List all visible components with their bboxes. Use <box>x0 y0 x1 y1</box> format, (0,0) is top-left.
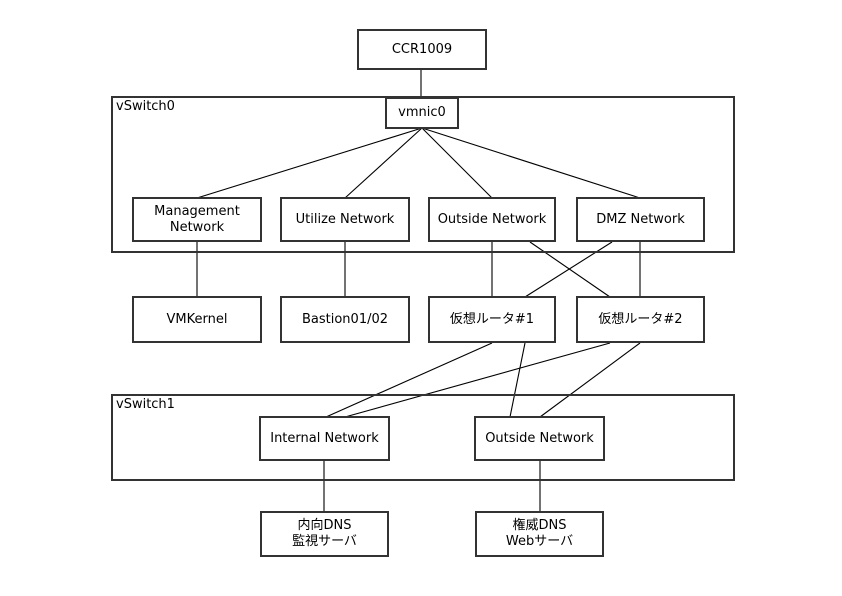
dmz-network-node: DMZ Network <box>576 197 705 242</box>
vmkernel-node: VMKernel <box>132 296 262 343</box>
management-network-node: Management Network <box>132 197 262 242</box>
edge-vmnic0-management-network <box>196 127 423 199</box>
edge-router1-internal-network <box>325 342 493 418</box>
internal-dns-server-node: 内向DNS 監視サーバ <box>260 511 389 557</box>
management-network-label: Management Network <box>154 203 240 235</box>
virtual-router-1-node: 仮想ルータ#1 <box>428 296 556 343</box>
internal-network-label: Internal Network <box>270 430 379 446</box>
utilize-network-label: Utilize Network <box>295 211 395 227</box>
vmnic0-node: vmnic0 <box>385 97 459 129</box>
ccr1009-node: CCR1009 <box>357 29 487 70</box>
vmnic0-label: vmnic0 <box>398 105 446 120</box>
ccr1009-label: CCR1009 <box>391 41 453 57</box>
virtual-router-2-label: 仮想ルータ#2 <box>598 311 683 327</box>
edge-vmnic0-utilize-network <box>344 127 423 199</box>
virtual-router-2-node: 仮想ルータ#2 <box>576 296 705 343</box>
internal-dns-server-label: 内向DNS 監視サーバ <box>292 518 357 549</box>
bastion-node: Bastion01/02 <box>280 296 410 343</box>
dmz-network-label: DMZ Network <box>596 211 685 227</box>
vswitch0-label: vSwitch0 <box>116 99 175 114</box>
internal-network-node: Internal Network <box>259 416 390 461</box>
bastion-label: Bastion01/02 <box>301 311 389 327</box>
utilize-network-node: Utilize Network <box>280 197 410 242</box>
vswitch1-container: vSwitch1 <box>111 394 735 481</box>
vswitch1-label: vSwitch1 <box>116 397 175 412</box>
edge-router2-internal-network <box>344 342 611 418</box>
outside-network-vswitch1-label: Outside Network <box>485 430 594 446</box>
authoritative-dns-web-server-node: 権威DNS Webサーバ <box>475 511 604 557</box>
vmkernel-label: VMKernel <box>166 311 228 327</box>
outside-network-vswitch0-node: Outside Network <box>428 197 556 242</box>
outside-network-vswitch1-node: Outside Network <box>474 416 605 461</box>
outside-network-vswitch0-label: Outside Network <box>437 211 547 227</box>
edge-vmnic0-outside-network <box>421 127 493 199</box>
edge-router2-outside-network <box>539 342 641 418</box>
edge-vmnic0-dmz-network <box>421 127 641 199</box>
virtual-router-1-label: 仮想ルータ#1 <box>449 311 535 327</box>
edge-router1-outside-network <box>509 342 526 418</box>
authoritative-dns-web-server-label: 権威DNS Webサーバ <box>505 518 574 549</box>
